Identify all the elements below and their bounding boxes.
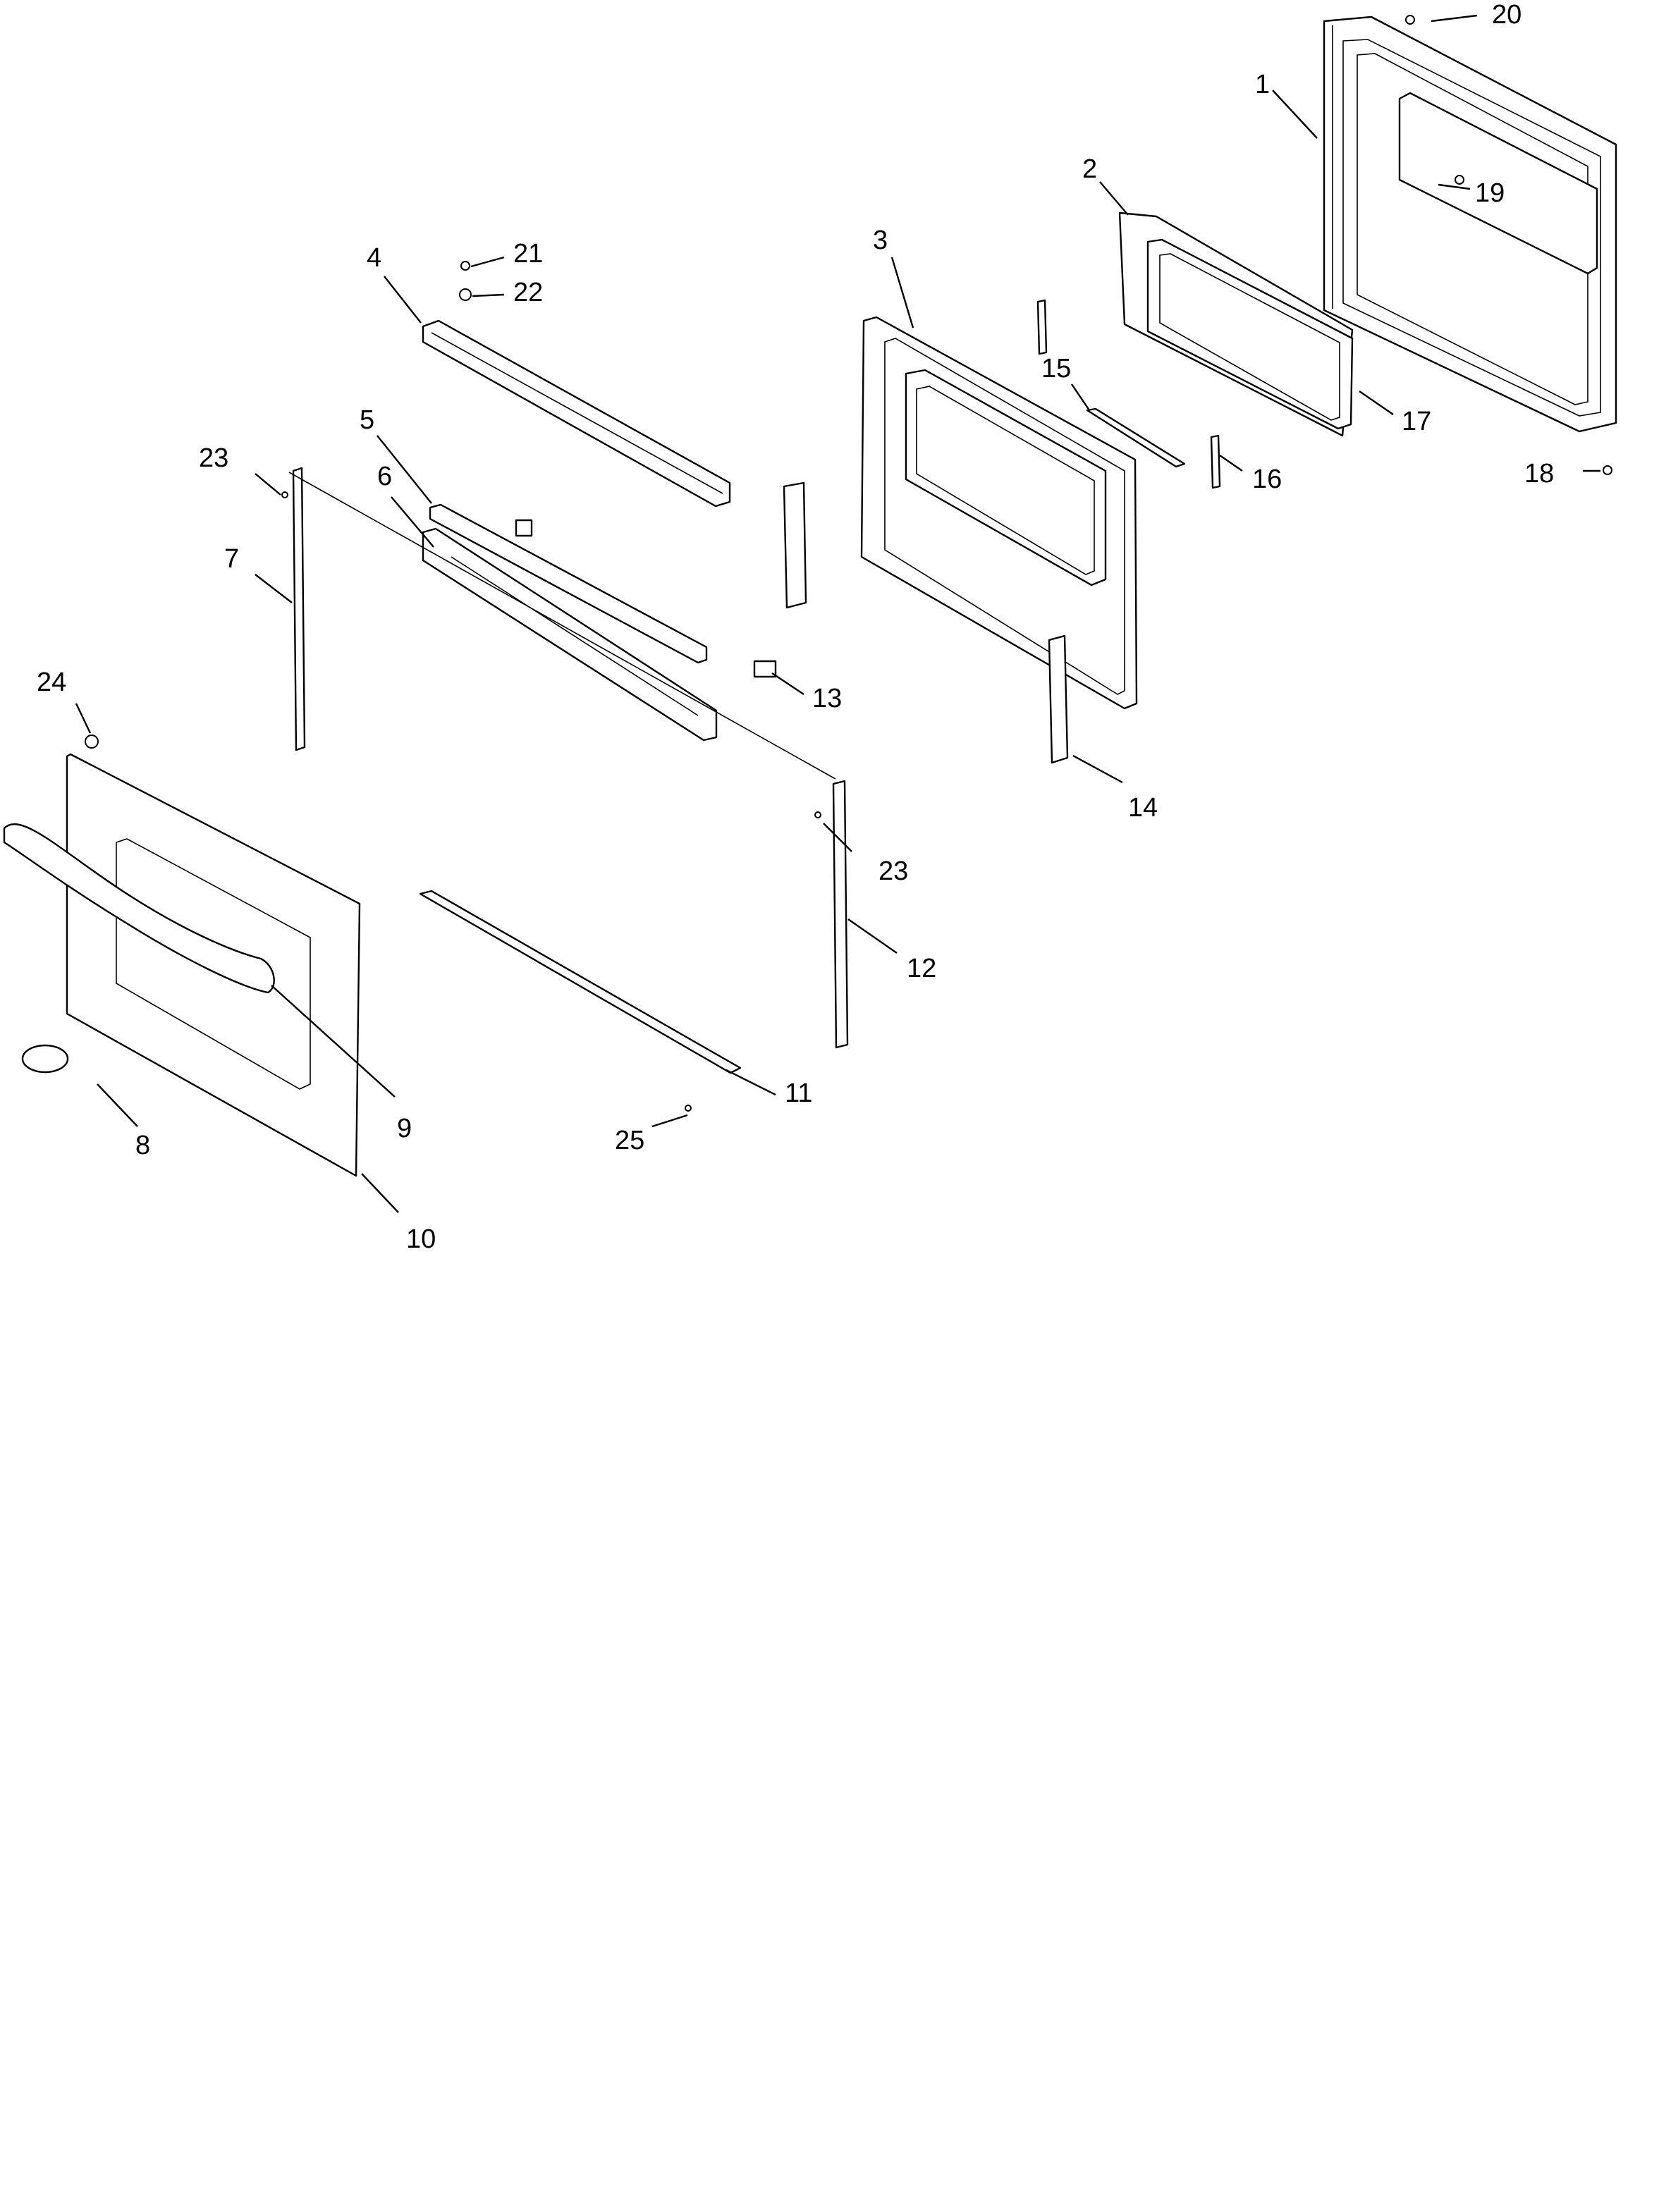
top-trim-part-4 <box>422 319 731 508</box>
callout-3: 3 <box>873 226 888 255</box>
vent-baffle-part-6 <box>422 527 718 742</box>
screw-part-19 <box>1455 175 1464 185</box>
bracket-part <box>1036 299 1048 355</box>
callout-22: 22 <box>513 278 543 307</box>
callout-6: 6 <box>377 462 392 491</box>
callout-16: 16 <box>1252 465 1282 494</box>
washer-part-22 <box>459 288 472 301</box>
inner-door-panel-part-1 <box>1323 16 1617 433</box>
plug-part-24 <box>85 735 99 749</box>
screw-part-25 <box>685 1105 692 1112</box>
screw-part-23 <box>281 491 288 498</box>
door-handle-part-9 <box>3 823 275 994</box>
window-frame-part-17 <box>1146 238 1354 430</box>
callout-7: 7 <box>224 544 239 574</box>
callout-12: 12 <box>907 954 936 983</box>
leader-lines <box>75 14 1600 1213</box>
strip-part-15 <box>1086 407 1186 468</box>
callout-labels: 1 2 3 4 5 6 7 8 9 10 11 12 13 14 15 16 1… <box>37 0 1554 1254</box>
callout-23-left: 23 <box>199 443 228 473</box>
callout-24: 24 <box>37 668 66 697</box>
bracket-part-16 <box>1210 434 1221 489</box>
callout-25: 25 <box>615 1126 644 1155</box>
callout-2: 2 <box>1082 154 1097 184</box>
screw-part-23 <box>814 811 821 818</box>
callout-15: 15 <box>1041 354 1071 383</box>
callout-5: 5 <box>360 405 374 435</box>
screw-part-21 <box>460 261 470 271</box>
right-channel-part-12 <box>832 780 849 1049</box>
callout-20: 20 <box>1492 0 1522 30</box>
callout-9: 9 <box>397 1114 412 1143</box>
callout-18: 18 <box>1524 459 1554 489</box>
callout-1: 1 <box>1255 70 1270 99</box>
door-liner-part-3 <box>860 316 1138 710</box>
callout-10: 10 <box>406 1224 436 1254</box>
vent-channel-part-5 <box>429 503 708 664</box>
callout-14: 14 <box>1128 793 1158 823</box>
nameplate-badge-part-8 <box>21 1044 69 1074</box>
callout-19: 19 <box>1475 178 1505 208</box>
callout-11: 11 <box>785 1079 812 1108</box>
screw-part-20 <box>1405 15 1415 25</box>
spring-clip-part <box>515 519 533 537</box>
left-channel-part-7 <box>292 467 306 751</box>
hinge-part-14 <box>783 481 1069 764</box>
callout-23-right: 23 <box>879 856 908 886</box>
callout-13: 13 <box>812 684 842 713</box>
screw-part-18 <box>1603 465 1612 475</box>
small-parts <box>85 15 1612 1112</box>
callout-4: 4 <box>367 243 381 273</box>
callout-17: 17 <box>1402 407 1431 436</box>
callout-21: 21 <box>513 239 543 269</box>
bottom-trim-part-11 <box>419 890 742 1074</box>
callout-8: 8 <box>135 1131 150 1160</box>
hinge-receptacle-part-13 <box>753 660 777 678</box>
